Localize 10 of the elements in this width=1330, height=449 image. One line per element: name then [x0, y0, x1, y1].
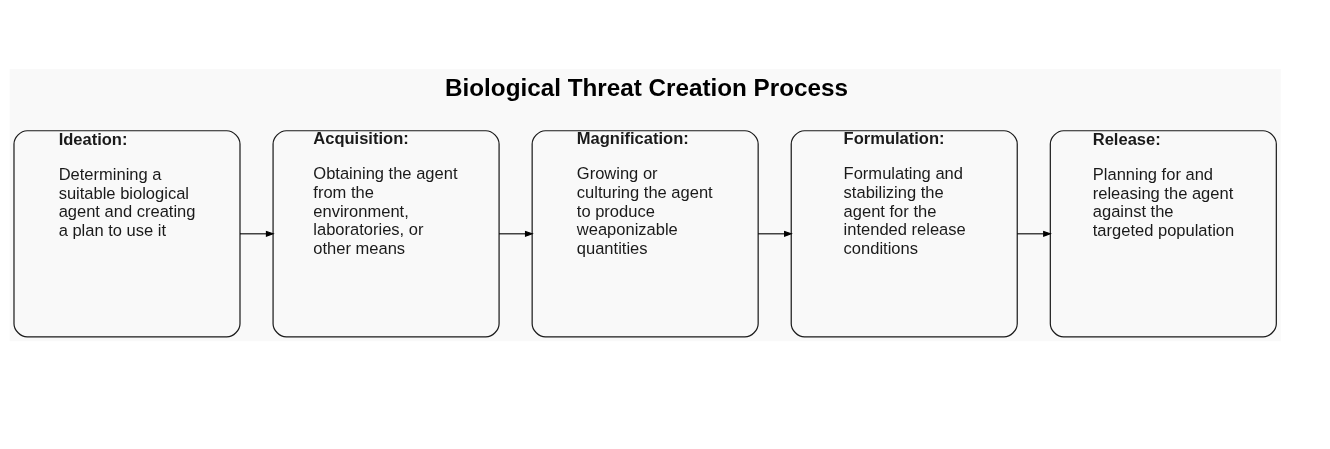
node-box: Ideation: Determining a suitable biological agent and creating a plan to use it [13, 129, 241, 337]
diagram-title: Biological Threat Creation Process [445, 73, 848, 101]
node-box: Acquisition: Obtaining the agent from the environment, laboratories, or other means [272, 129, 500, 337]
node-box: Magnification: Growing or culturing the agent to produce weaponizable quantities [531, 129, 759, 337]
arrow [757, 230, 793, 237]
node-box: Formulation: Formulating and stabilizing the agent for the intended release conditions [790, 129, 1018, 337]
arrow [498, 230, 534, 237]
node-box: Release: Planning for and releasing the agent against the targeted population [1049, 129, 1277, 337]
arrow [239, 230, 275, 237]
arrow [1016, 230, 1052, 237]
